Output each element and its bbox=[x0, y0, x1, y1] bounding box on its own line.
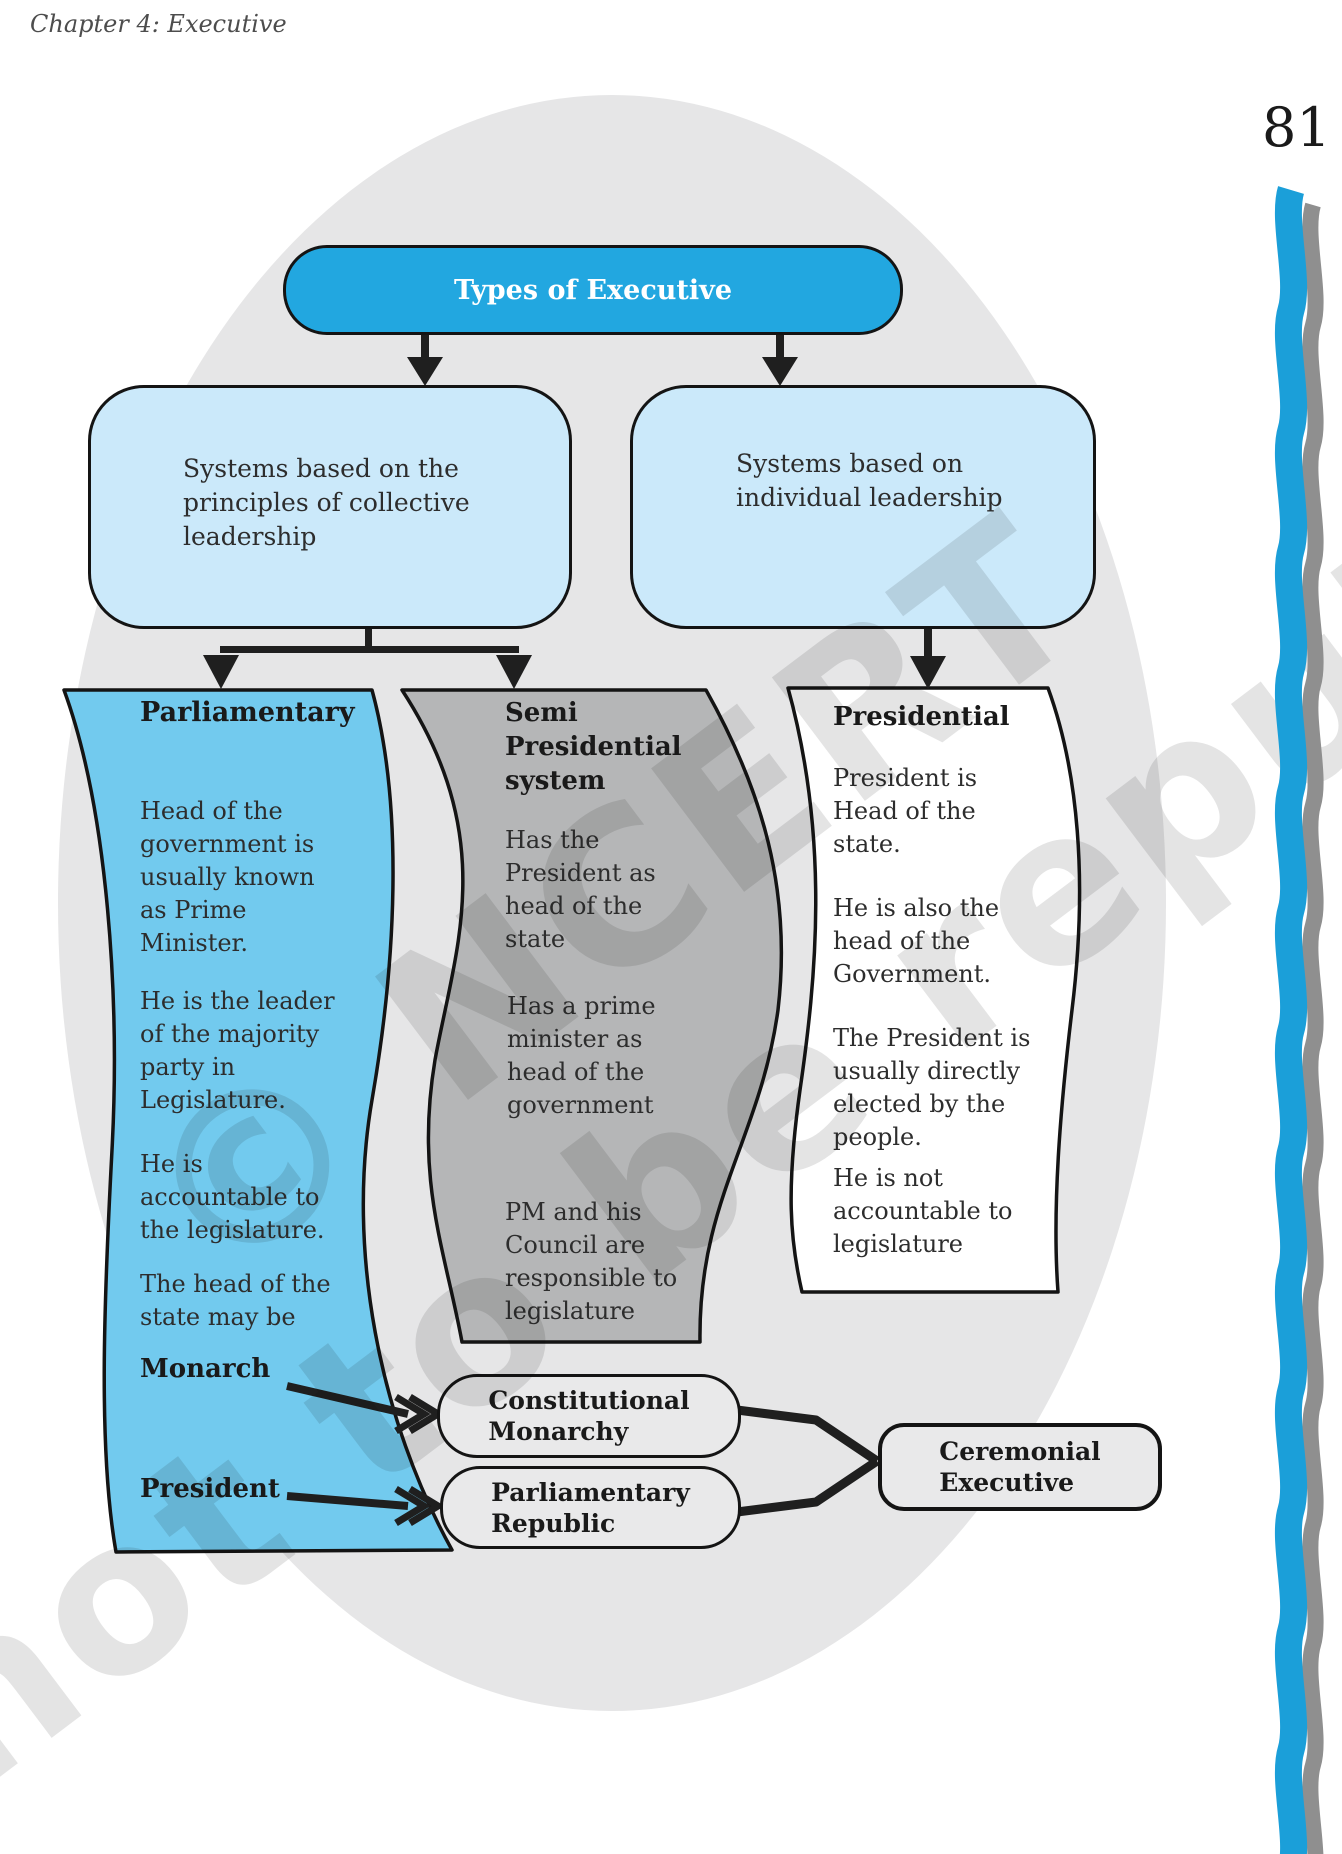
arrow-down-icon bbox=[407, 331, 443, 386]
presidential-point-2: He is also the head of the Government. bbox=[833, 894, 1000, 988]
parliamentary-title: Parliamentary bbox=[140, 697, 355, 728]
semi-presidential-point-2: Has a prime minister as head of the gove… bbox=[507, 992, 656, 1119]
arrow-down-icon bbox=[203, 655, 239, 689]
monarch-arrow bbox=[286, 1382, 409, 1418]
parliamentary-point-3: He is accountable to the legislature. bbox=[140, 1150, 325, 1244]
chevron-icon bbox=[394, 1486, 431, 1526]
types-of-executive-node: Types of Executive bbox=[283, 245, 903, 335]
semi-presidential-point-3: PM and his Council are responsible to le… bbox=[505, 1198, 678, 1325]
arrow-down-icon bbox=[910, 629, 946, 689]
parliamentary-point-4: The head of the state may be bbox=[140, 1270, 331, 1331]
collective-leadership-node bbox=[88, 385, 572, 629]
chevron-icon bbox=[394, 1394, 431, 1434]
fork-stem bbox=[365, 625, 372, 651]
presidential-point-4: He is not accountable to legislature bbox=[833, 1164, 1013, 1258]
parliamentary-panel-shape bbox=[62, 688, 454, 1554]
semi-presidential-panel-shape bbox=[400, 688, 784, 1344]
parliamentary-point-2: He is the leader of the majority party i… bbox=[140, 987, 335, 1114]
arrow-down-icon bbox=[496, 655, 532, 689]
monarch-label: Monarch bbox=[140, 1354, 271, 1384]
president-label: President bbox=[140, 1474, 280, 1504]
presidential-point-3: The President is usually directly electe… bbox=[833, 1024, 1031, 1151]
fork-bar bbox=[220, 646, 519, 653]
presidential-title: Presidential bbox=[833, 702, 1010, 732]
connector-line bbox=[736, 1405, 880, 1465]
presidential-panel-shape bbox=[786, 686, 1082, 1294]
parliamentary-republic-label: Parliamentary Republic bbox=[491, 1477, 690, 1538]
types-of-executive-label: Types of Executive bbox=[453, 274, 732, 306]
ceremonial-executive-node: Ceremonial Executive bbox=[878, 1423, 1162, 1511]
semi-presidential-point-1: Has the President as head of the state bbox=[505, 826, 656, 953]
chevron-icon bbox=[408, 1486, 445, 1526]
collective-leadership-label: Systems based on the principles of colle… bbox=[183, 454, 470, 551]
individual-leadership-label: Systems based on individual leadership bbox=[736, 449, 1003, 512]
connector-line bbox=[736, 1457, 880, 1517]
constitutional-monarchy-node: Constitutional Monarchy bbox=[437, 1374, 741, 1458]
parliamentary-point-1: Head of the government is usually known … bbox=[140, 797, 315, 957]
chapter-header: Chapter 4: Executive bbox=[30, 10, 287, 38]
president-arrow bbox=[286, 1492, 409, 1510]
constitutional-monarchy-label: Constitutional Monarchy bbox=[488, 1386, 690, 1446]
presidential-point-1: President is Head of the state. bbox=[833, 764, 978, 858]
individual-leadership-node bbox=[630, 385, 1096, 629]
ceremonial-executive-label: Ceremonial Executive bbox=[939, 1437, 1101, 1497]
arrow-down-icon bbox=[762, 331, 798, 386]
page-number: 81 bbox=[1262, 96, 1331, 159]
semi-presidential-title: Semi Presidential system bbox=[505, 698, 682, 796]
parliamentary-republic-node: Parliamentary Republic bbox=[440, 1466, 741, 1549]
